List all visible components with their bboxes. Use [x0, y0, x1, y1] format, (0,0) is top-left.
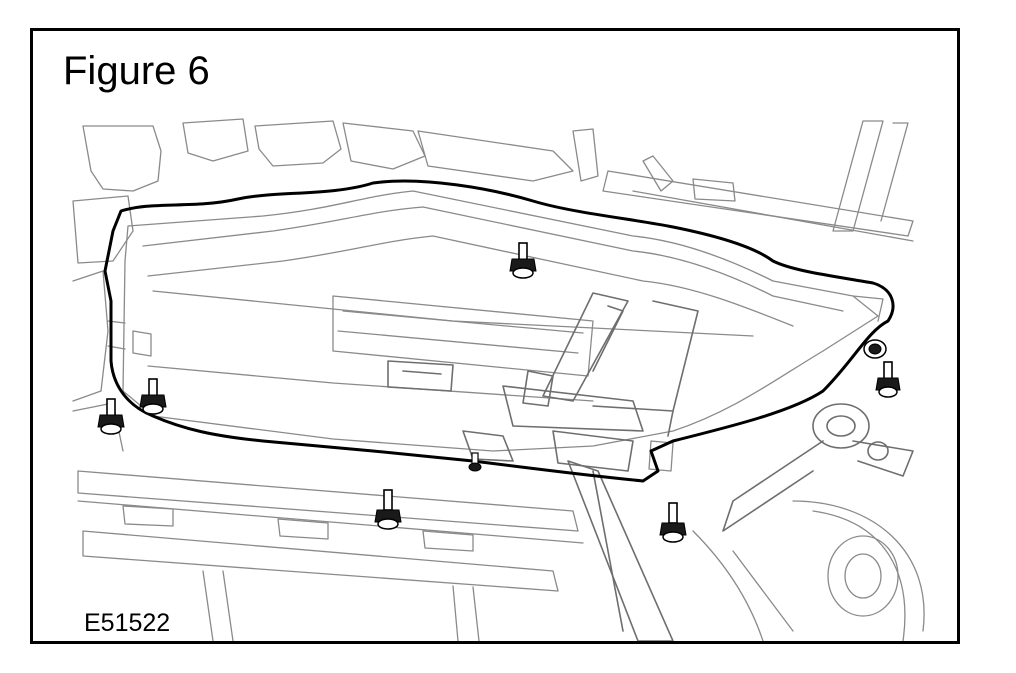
background-structure [72, 118, 925, 641]
figure-title: Figure 6 [63, 49, 210, 93]
bolt-icon [863, 339, 887, 359]
bolt-icon [659, 502, 687, 543]
figure-frame: Figure 6 [30, 28, 960, 644]
bolt-icon [139, 378, 167, 415]
undertray-panel [107, 190, 884, 472]
panel-outline [103, 179, 895, 483]
reference-code: E51522 [83, 609, 174, 637]
bolt-icon [468, 452, 482, 472]
panel-removal-illustration [72, 118, 925, 641]
bolt-icon [97, 398, 125, 435]
bolt-icon [509, 242, 537, 279]
bolt-icon [875, 361, 901, 398]
bolt-callouts [97, 242, 901, 543]
bolt-icon [374, 489, 402, 530]
